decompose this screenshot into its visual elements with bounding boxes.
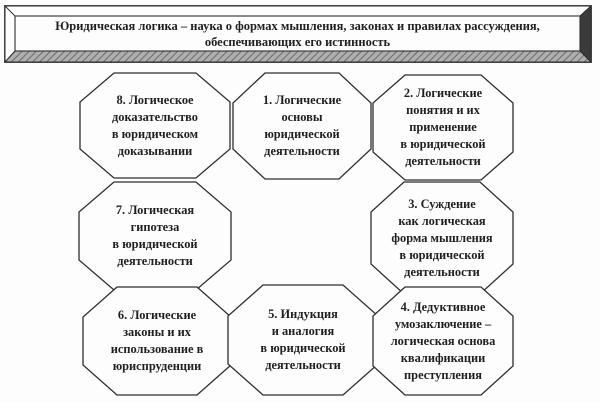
octagon-node-5: 5. Индукция и аналогия в юридической дея… [227, 284, 379, 396]
octagon-node-5-shape [227, 284, 379, 396]
octagon-node-2-shape [372, 74, 514, 181]
octagon-node-1: 1. Логические основы юридической деятель… [232, 72, 372, 180]
octagon-node-8-text: 8. Логическое доказательство в юридическ… [111, 92, 199, 158]
title-banner-frame [4, 5, 592, 63]
octagon-node-8-shape [79, 72, 231, 179]
octagon-node-4: 4. Дедуктивное умозаключение – логическа… [372, 286, 514, 396]
octagon-node-2: 2. Логические понятия и их применение в … [372, 74, 514, 181]
octagon-node-6-text: 6. Логические законы и их использование … [110, 308, 204, 373]
octagon-node-4-shape [372, 286, 514, 396]
octagon-node-5-text: 5. Индукция и аналогия в юридической дея… [260, 307, 346, 372]
octagon-node-1-text: 1. Логические основы юридической деятель… [262, 93, 342, 158]
octagon-node-1-shape [232, 72, 372, 180]
title-banner: Юридическая логика – наука о формах мышл… [4, 5, 592, 63]
octagon-node-3: 3. Суждение как логическая форма мышлени… [370, 181, 514, 295]
title-banner-text: Юридическая логика – наука о формах мышл… [55, 18, 540, 49]
octagon-node-8: 8. Логическое доказательство в юридическ… [79, 72, 231, 179]
octagon-node-4-text: 4. Дедуктивное умозаключение – логическа… [390, 299, 496, 382]
octagon-node-7-text: 7. Логическая гипотеза в юридической дея… [112, 203, 198, 268]
octagon-node-7: 7. Логическая гипотеза в юридической дея… [78, 181, 232, 291]
octagon-node-2-text: 2. Логические понятия и их применение в … [400, 86, 486, 168]
octagon-node-3-text: 3. Суждение как логическая форма мышлени… [391, 196, 493, 279]
octagon-node-6-shape [82, 286, 232, 396]
octagon-node-6: 6. Логические законы и их использование … [82, 286, 232, 396]
